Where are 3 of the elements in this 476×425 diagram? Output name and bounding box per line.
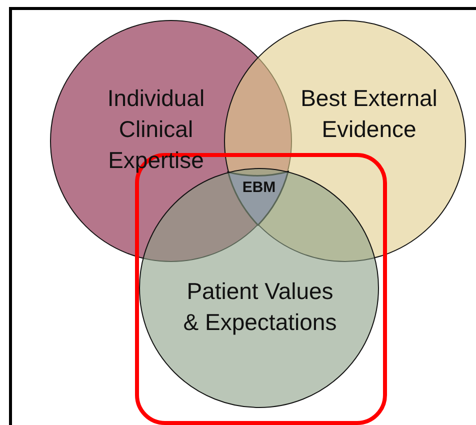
circle-label: Best External Evidence	[300, 84, 438, 144]
circle-label: Patient Values & Expectations	[182, 277, 338, 337]
intersection-label: EBM	[241, 179, 277, 197]
